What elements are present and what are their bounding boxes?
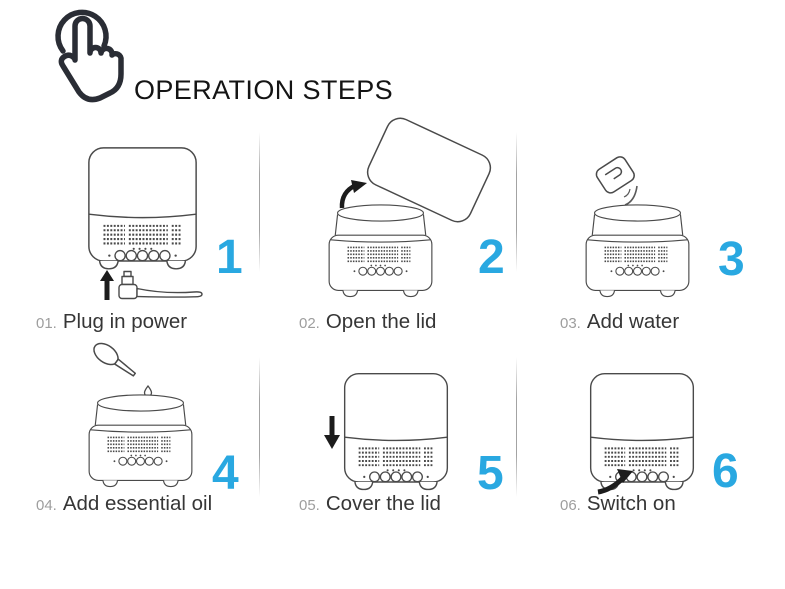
step-index: 06.: [560, 497, 581, 514]
oil-dropper-icon: [93, 342, 153, 397]
step-number: 4: [212, 447, 239, 500]
step-caption: Open the lid: [325, 310, 437, 333]
step-number: 6: [712, 445, 739, 498]
step-index: 03.: [560, 315, 581, 332]
step-6: 6 06. Switch on: [523, 340, 784, 572]
step-3: 3 03. Add water: [523, 108, 784, 340]
step-caption: Cover the lid: [325, 492, 441, 515]
step-caption: Switch on: [586, 492, 676, 515]
diffuser-closed-illustration: [343, 372, 449, 491]
water-cup-icon: [595, 156, 635, 194]
step-5: 5 05. Cover the lid: [261, 340, 522, 572]
diffuser-closed-illustration: [87, 146, 198, 270]
step-number: 5: [477, 447, 504, 500]
diffuser-open-illustration: [328, 204, 433, 298]
diffuser-open-illustration: [88, 394, 193, 488]
tile-divider: [259, 357, 260, 497]
step-caption: Add essential oil: [62, 492, 213, 515]
lid-illustration: [360, 111, 497, 229]
step-index: 05.: [299, 497, 320, 514]
step-index: 01.: [36, 315, 57, 332]
step-number: 3: [718, 233, 745, 286]
tap-hand-icon: [55, 9, 124, 103]
tile-divider: [516, 132, 517, 272]
step-number: 2: [478, 231, 505, 284]
down-arrow-icon: [324, 416, 340, 449]
open-arrow-icon: [339, 180, 367, 209]
page-title: OPERATION STEPS: [134, 75, 394, 106]
step-4: 4 04. Add essential oil: [0, 340, 261, 572]
switch-arrow-icon: [597, 469, 633, 495]
step-caption: Add water: [586, 310, 680, 333]
power-plug-icon: [100, 270, 203, 300]
diffuser-open-illustration: [585, 204, 690, 298]
step-2: 2 02. Open the lid: [261, 108, 522, 340]
tile-divider: [259, 132, 260, 272]
step-caption: Plug in power: [62, 310, 188, 333]
step-1: 1 01. Plug in power: [0, 108, 261, 340]
step-number: 1: [216, 231, 243, 284]
pour-stream-icon: [623, 185, 638, 206]
step-index: 04.: [36, 497, 57, 514]
tile-divider: [516, 357, 517, 497]
step-index: 02.: [299, 315, 320, 332]
